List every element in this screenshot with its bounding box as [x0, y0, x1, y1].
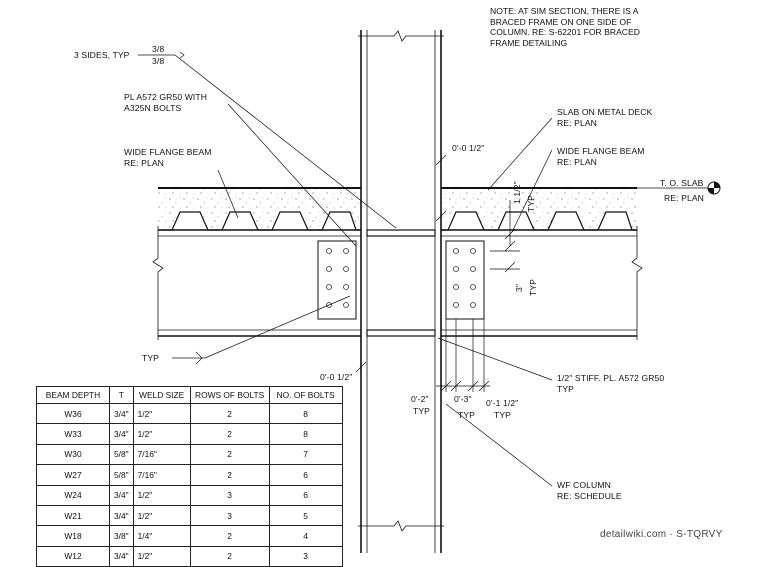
- cell-rows: 2: [189, 545, 270, 567]
- cell-beam: W18: [36, 525, 110, 547]
- beam-right: [441, 226, 643, 340]
- cell-beam: W36: [36, 402, 110, 425]
- cell-bolts: 4: [268, 525, 343, 547]
- cell-rows: 2: [189, 423, 270, 445]
- table-row: W36 3/4" 1/2" 2 8: [36, 402, 343, 425]
- cell-weld: 1/2": [132, 423, 191, 445]
- cell-bolts: 6: [268, 464, 343, 486]
- tos-target-icon: [707, 181, 721, 195]
- dim-d3: 0'-1 1/2": [486, 398, 519, 408]
- stiffener-label: 1/2" STIFF. PL. A572 GR50 TYP: [557, 373, 665, 394]
- beam-left: [152, 226, 361, 340]
- cell-beam: W33: [36, 423, 110, 445]
- dim-d2-typ: TYP: [458, 410, 476, 420]
- cell-t: 3/4": [109, 504, 134, 527]
- slab-label: SLAB ON METAL DECK RE: PLAN: [557, 107, 653, 128]
- stiffener-plates: [366, 229, 436, 337]
- column-label: WF COLUMN RE: SCHEDULE: [557, 480, 622, 501]
- cell-bolts: 3: [268, 545, 343, 567]
- cell-t: 5/8": [109, 443, 134, 466]
- dim-top-gap: 0'-0 1/2": [452, 143, 485, 153]
- table-row: W27 5/8" 7/16" 2 6: [36, 464, 343, 486]
- col-weld-size: WELD SIZE: [132, 386, 191, 404]
- wf-beam-right-label: WIDE FLANGE BEAM RE: PLAN: [557, 146, 645, 167]
- cell-beam: W12: [36, 545, 110, 567]
- cell-beam: W30: [36, 443, 110, 466]
- cell-weld: 1/2": [132, 504, 191, 527]
- watermark: detailwiki.com · S-TQRVY: [600, 529, 723, 540]
- table-row: W33 3/4" 1/2" 2 8: [36, 423, 343, 445]
- cell-weld: 7/16": [132, 464, 191, 486]
- cell-weld: 1/2": [132, 402, 191, 425]
- col-t: T: [109, 386, 134, 404]
- slab-right: [441, 187, 637, 231]
- dim-bolt-typ: TYP: [528, 278, 538, 296]
- leader-lines: [138, 51, 708, 487]
- shear-plate-right: [445, 240, 485, 320]
- cell-rows: 2: [189, 525, 270, 547]
- cell-t: 3/8": [109, 525, 134, 547]
- section-note: NOTE: AT SIM SECTION, THERE IS A BRACED …: [490, 6, 640, 48]
- cell-weld: 1/2": [132, 545, 191, 567]
- beam-schedule-table: BEAM DEPTH T WELD SIZE ROWS OF BOLTS NO.…: [36, 386, 343, 567]
- dim-bolt-spacing: 3": [514, 283, 524, 292]
- cell-t: 3/4": [109, 484, 134, 506]
- table-header-row: BEAM DEPTH T WELD SIZE ROWS OF BOLTS NO.…: [36, 386, 343, 404]
- table-row: W24 3/4" 1/2" 3 6: [36, 484, 343, 506]
- table-row: W18 3/8" 1/4" 2 4: [36, 525, 343, 547]
- tos-label: T. O. SLAB: [660, 178, 704, 188]
- dim-d1: 0'-2": [411, 394, 429, 404]
- col-rows-of-bolts: ROWS OF BOLTS: [189, 386, 270, 404]
- cell-bolts: 8: [268, 423, 343, 445]
- wf-beam-left-label: WIDE FLANGE BEAM RE: PLAN: [124, 147, 212, 168]
- cell-bolts: 5: [268, 504, 343, 527]
- cell-beam: W27: [36, 464, 110, 486]
- cell-bolts: 7: [268, 443, 343, 466]
- cell-bolts: 6: [268, 484, 343, 506]
- weld-size-top: 3/8: [152, 44, 165, 54]
- dim-d1-typ: TYP: [413, 406, 431, 416]
- tos-plan-label: RE: PLAN: [664, 193, 704, 203]
- cell-t: 3/4": [109, 423, 134, 445]
- cell-rows: 2: [189, 402, 270, 425]
- cell-rows: 3: [189, 484, 270, 506]
- cell-rows: 2: [189, 443, 270, 466]
- cell-t: 3/4": [109, 545, 134, 567]
- weld-sides-label: 3 SIDES, TYP: [74, 50, 130, 60]
- table-row: W12 3/4" 1/2" 2 3: [36, 545, 343, 567]
- cell-weld: 1/4": [132, 525, 191, 547]
- slab-left: [158, 187, 361, 231]
- cell-t: 5/8": [109, 464, 134, 486]
- wf-column: [358, 30, 444, 553]
- table-row: W21 3/4" 1/2" 3 5: [36, 504, 343, 527]
- cell-rows: 3: [189, 504, 270, 527]
- dim-d2: 0'-3": [454, 394, 472, 404]
- dim-bottom-gap: 0'-0 1/2": [320, 372, 353, 382]
- dim-d3-typ: TYP: [494, 410, 512, 420]
- col-beam-depth: BEAM DEPTH: [36, 386, 110, 404]
- cell-t: 3/4": [109, 402, 134, 425]
- shear-plate-left: [317, 240, 357, 320]
- plate-label: PL A572 GR50 WITH A325N BOLTS: [124, 92, 208, 113]
- cell-rows: 2: [189, 464, 270, 486]
- table-row: W30 5/8" 7/16" 2 7: [36, 443, 343, 466]
- connection-detail-drawing: [138, 30, 721, 553]
- cell-beam: W24: [36, 484, 110, 506]
- cell-weld: 1/2": [132, 484, 191, 506]
- cell-beam: W21: [36, 504, 110, 527]
- weld-size-bottom: 3/8: [152, 56, 165, 66]
- dim-slab-typ: TYP: [526, 194, 536, 212]
- dim-slab: 1 1/2": [512, 181, 522, 204]
- cell-bolts: 8: [268, 402, 343, 425]
- cell-weld: 7/16": [132, 443, 191, 466]
- typ-left-label: TYP: [142, 353, 160, 363]
- col-no-of-bolts: NO. OF BOLTS: [268, 386, 343, 404]
